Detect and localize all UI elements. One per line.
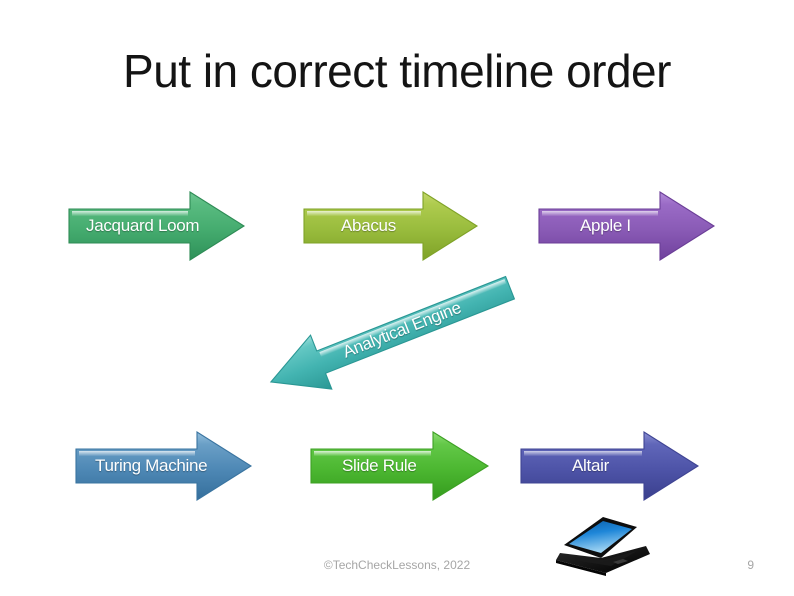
- arrow-abacus[interactable]: Abacus: [303, 190, 479, 262]
- laptop-icon: [556, 517, 650, 576]
- arrow-slide-rule[interactable]: Slide Rule: [310, 430, 490, 502]
- arrow-shape-icon: [303, 191, 479, 261]
- laptop-image: [551, 513, 651, 585]
- arrow-turing-machine[interactable]: Turing Machine: [75, 430, 253, 502]
- arrow-shape-icon: [310, 431, 490, 501]
- arrow-analytical-engine[interactable]: Analytical Engine: [257, 258, 522, 413]
- page-number: 9: [747, 558, 754, 572]
- arrow-shape-icon: [269, 275, 516, 390]
- arrow-shape-icon: [538, 191, 716, 261]
- arrow-altair[interactable]: Altair: [520, 430, 700, 502]
- arrow-shape-icon: [75, 431, 253, 501]
- page-title: Put in correct timeline order: [123, 45, 671, 97]
- arrow-apple-i[interactable]: Apple I: [538, 190, 716, 262]
- arrow-jacquard-loom[interactable]: Jacquard Loom: [68, 190, 246, 262]
- arrow-shape-icon: [68, 191, 246, 261]
- footer-copyright: ©TechCheckLessons, 2022: [323, 558, 471, 572]
- arrow-shape-icon: [520, 431, 700, 501]
